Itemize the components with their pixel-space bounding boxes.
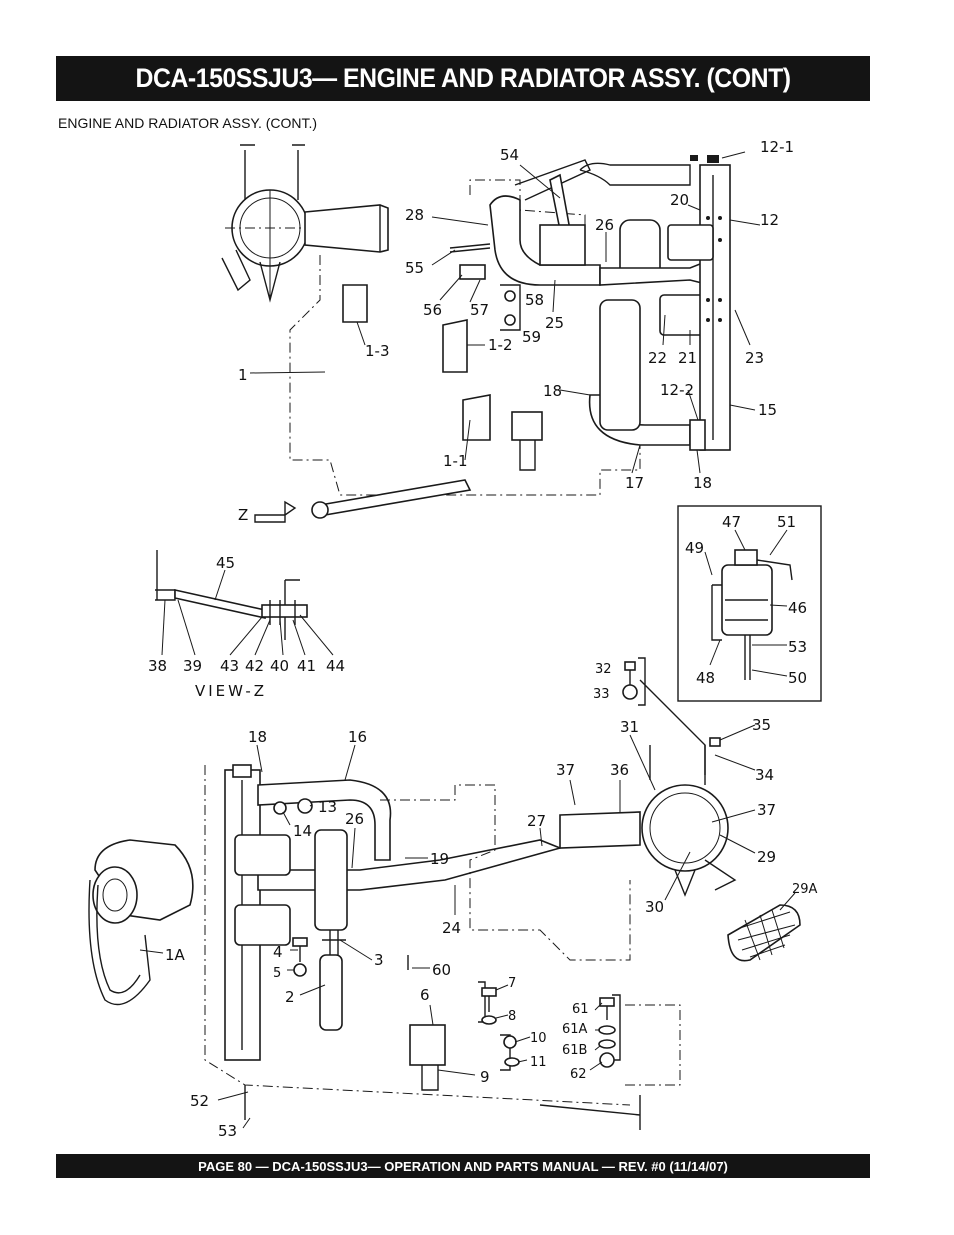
callout-14: 14 — [293, 822, 312, 840]
callout-49: 49 — [685, 539, 704, 557]
callout-12-1: 12-1 — [760, 138, 794, 156]
callout-50: 50 — [788, 669, 807, 687]
callout-40: 40 — [270, 657, 289, 675]
callout-21: 21 — [678, 349, 697, 367]
callout-48: 48 — [696, 669, 715, 687]
view-z — [155, 550, 334, 656]
lower-air-cleaner — [641, 784, 729, 872]
callout-10: 10 — [530, 1031, 547, 1046]
callout-12: 12 — [760, 211, 779, 229]
callout-19: 19 — [430, 850, 449, 868]
callout-29: 29 — [757, 848, 776, 866]
page-title: DCA-150SSJU3— ENGINE AND RADIATOR ASSY. … — [135, 63, 791, 93]
callout-1: 1 — [238, 366, 248, 384]
callout-53-lower: 53 — [218, 1122, 237, 1140]
callout-54: 54 — [500, 146, 519, 164]
callout-27: 27 — [527, 812, 546, 830]
callout-61: 61 — [572, 1002, 589, 1017]
callout-23: 23 — [745, 349, 764, 367]
callout-8: 8 — [508, 1009, 516, 1024]
callout-43: 43 — [220, 657, 239, 675]
callout-36: 36 — [610, 761, 629, 779]
callout-1-3: 1-3 — [365, 342, 390, 360]
callout-61a: 61A — [562, 1022, 588, 1037]
callout-59: 59 — [522, 328, 541, 346]
callout-34: 34 — [755, 766, 774, 784]
callout-58: 58 — [525, 291, 544, 309]
callout-18-upper: 18 — [543, 382, 562, 400]
callout-41: 41 — [297, 657, 316, 675]
callout-13: 13 — [318, 798, 337, 816]
z-arrow-label: Z — [238, 506, 248, 524]
leader-lines-lower — [139, 724, 796, 1129]
upper-assembly — [221, 144, 731, 523]
page-footer-bar: PAGE 80 — DCA-150SSJU3— OPERATION AND PA… — [56, 1154, 870, 1178]
callout-45: 45 — [216, 554, 235, 572]
radiator-core — [699, 164, 731, 451]
callout-18-lower: 18 — [248, 728, 267, 746]
callout-11: 11 — [530, 1055, 547, 1070]
thermostat-housing — [539, 224, 586, 266]
callout-1a: 1A — [165, 946, 186, 964]
callout-32: 32 — [595, 662, 612, 677]
callout-26-lower: 26 — [345, 810, 364, 828]
alternator — [88, 839, 194, 1006]
callout-1-1: 1-1 — [443, 452, 468, 470]
callout-31: 31 — [620, 718, 639, 736]
callout-30: 30 — [645, 898, 664, 916]
callout-6: 6 — [420, 986, 430, 1004]
callout-57: 57 — [470, 301, 489, 319]
callout-37-right: 37 — [757, 801, 776, 819]
callout-17: 17 — [625, 474, 644, 492]
callout-60: 60 — [432, 961, 451, 979]
callout-37-left: 37 — [556, 761, 575, 779]
callout-26-upper: 26 — [595, 216, 614, 234]
filter-element — [727, 904, 801, 962]
view-z-label: VIEW-Z — [195, 682, 267, 700]
callout-46: 46 — [788, 599, 807, 617]
callout-35: 35 — [752, 716, 771, 734]
callout-47: 47 — [722, 513, 741, 531]
callout-22: 22 — [648, 349, 667, 367]
lower-assembly — [88, 657, 801, 1130]
callout-25: 25 — [545, 314, 564, 332]
callout-4: 4 — [273, 943, 283, 961]
callout-53-detail: 53 — [788, 638, 807, 656]
callout-29a: 29A — [792, 882, 818, 897]
callout-61b: 61B — [562, 1043, 587, 1058]
callout-52: 52 — [190, 1092, 209, 1110]
page-title-bar: DCA-150SSJU3— ENGINE AND RADIATOR ASSY. … — [56, 56, 870, 101]
callout-5: 5 — [273, 966, 281, 981]
callout-28: 28 — [405, 206, 424, 224]
callout-44: 44 — [326, 657, 345, 675]
callout-2: 2 — [285, 988, 295, 1006]
callout-62: 62 — [570, 1067, 587, 1082]
callout-38: 38 — [148, 657, 167, 675]
reservoir-detail — [677, 505, 822, 702]
section-subtitle: ENGINE AND RADIATOR ASSY. (CONT.) — [58, 115, 318, 131]
callout-12-2: 12-2 — [660, 381, 694, 399]
callout-labels: 12-1 54 20 12 28 26 55 56 57 58 59 25 22… — [148, 138, 818, 1140]
callout-16: 16 — [348, 728, 367, 746]
callout-39: 39 — [183, 657, 202, 675]
callout-18-right: 18 — [693, 474, 712, 492]
callout-56: 56 — [423, 301, 442, 319]
leader-lines-upper — [249, 151, 761, 474]
callout-1-2: 1-2 — [488, 336, 513, 354]
callout-42: 42 — [245, 657, 264, 675]
callout-3: 3 — [374, 951, 384, 969]
callout-9: 9 — [480, 1068, 490, 1086]
callout-20: 20 — [670, 191, 689, 209]
callout-51: 51 — [777, 513, 796, 531]
page-footer: PAGE 80 — DCA-150SSJU3— OPERATION AND PA… — [198, 1158, 728, 1174]
callout-7: 7 — [508, 976, 516, 991]
callout-24: 24 — [442, 919, 461, 937]
callout-55: 55 — [405, 259, 424, 277]
callout-33: 33 — [593, 687, 610, 702]
callout-15: 15 — [758, 401, 777, 419]
